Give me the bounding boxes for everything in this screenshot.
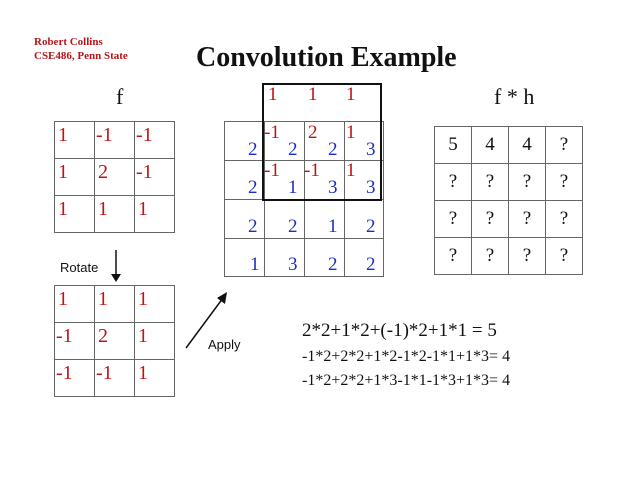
slide-title: Convolution Example [196,42,457,73]
kernel-rot-cell: -1 [54,359,95,397]
kernel-f-cell: 2 [94,158,135,196]
image-grid-cell [304,199,345,239]
kernel-f-cell: 1 [94,195,135,233]
result-cell: ? [508,200,546,238]
image-value: 2 [248,177,258,198]
result-cell: ? [508,237,546,275]
image-value: 1 [288,177,298,198]
rotate-label: Rotate [60,260,99,275]
result-cell: ? [434,237,472,275]
kernel-rot-cell: 2 [94,322,135,360]
image-value: 2 [248,216,258,237]
image-grid-cell [344,238,384,277]
kernel-f-cell: -1 [94,121,135,159]
image-value: 3 [288,254,298,275]
overlay-value: -1 [264,160,280,181]
result-cell: 4 [471,126,509,164]
label-f: f [116,84,124,109]
image-value: 2 [248,139,258,160]
result-cell: ? [471,200,509,238]
result-cell: ? [545,163,583,201]
kernel-f-cell: 1 [54,121,95,159]
overlay-value: 1 [346,84,356,105]
image-grid-cell [264,199,305,239]
image-value: 2 [366,254,376,275]
result-cell: 5 [434,126,472,164]
result-cell: ? [508,163,546,201]
author-block: Robert Collins CSE486, Penn State [34,35,128,63]
kernel-f-cell: -1 [134,121,175,159]
overlay-value: -1 [304,160,320,181]
equation-1: 2*2+1*2+(-1)*2+1*1 = 5 [302,320,497,341]
image-grid-cell [224,160,265,200]
kernel-rot-cell: 1 [94,285,135,323]
apply-arrow-icon [185,292,227,349]
label-result: f * h [494,84,535,109]
result-cell: ? [471,237,509,275]
kernel-rot-cell: -1 [54,322,95,360]
image-value: 1 [328,216,338,237]
kernel-f-cell: -1 [134,158,175,196]
image-value: 2 [288,216,298,237]
image-grid: 2 2 2 3 2 1 3 3 2 2 1 2 1 3 2 2 [224,121,384,277]
kernel-rot-cell: -1 [94,359,135,397]
image-grid-cell [344,199,384,239]
apply-label: Apply [208,337,241,352]
overlay-value: 1 [308,84,318,105]
result-grid: 5 4 4 ? ? ? ? ? ? ? ? ? ? ? ? ? [434,126,583,275]
overlay-value: 1 [346,160,356,181]
image-value: 3 [328,177,338,198]
overlay-value: 1 [346,122,356,143]
image-value: 2 [328,254,338,275]
author-name: Robert Collins [34,36,103,48]
result-cell: 4 [508,126,546,164]
rotate-arrow-icon [111,250,121,282]
overlay-value: 2 [308,122,318,143]
image-value: 2 [288,139,298,160]
image-grid-cell [304,238,345,277]
kernel-f-grid: 1 -1 -1 1 2 -1 1 1 1 [54,121,175,233]
equation-2: -1*2+2*2+1*2-1*2-1*1+1*3= 4 [302,348,511,365]
kernel-rot-cell: 1 [134,359,175,397]
kernel-overlay-frame [262,83,382,201]
result-cell: ? [434,200,472,238]
kernel-rot-cell: 1 [54,285,95,323]
course-name: CSE486, Penn State [34,50,128,62]
kernel-f-cell: 1 [54,158,95,196]
overlay-value: 1 [268,84,278,105]
result-cell: ? [545,237,583,275]
image-value: 2 [366,216,376,237]
kernel-rot-cell: 1 [134,322,175,360]
kernel-rotated-grid: 1 1 1 -1 2 1 -1 -1 1 [54,285,175,397]
image-value: 3 [366,139,376,160]
image-grid-cell [264,238,305,277]
kernel-f-cell: 1 [134,195,175,233]
image-value: 3 [366,177,376,198]
image-value: 1 [250,254,260,275]
result-cell: ? [471,163,509,201]
result-cell: ? [434,163,472,201]
result-cell: ? [545,126,583,164]
kernel-rot-cell: 1 [134,285,175,323]
overlay-value: -1 [264,122,280,143]
equation-3: -1*2+2*2+1*3-1*1-1*3+1*3= 4 [302,372,511,389]
result-cell: ? [545,200,583,238]
image-grid-cell [224,121,265,161]
image-value: 2 [328,139,338,160]
kernel-f-cell: 1 [54,195,95,233]
kernel-overlay: 1 1 1 -1 2 1 -1 -1 1 [262,83,382,201]
image-grid-cell [224,199,265,239]
